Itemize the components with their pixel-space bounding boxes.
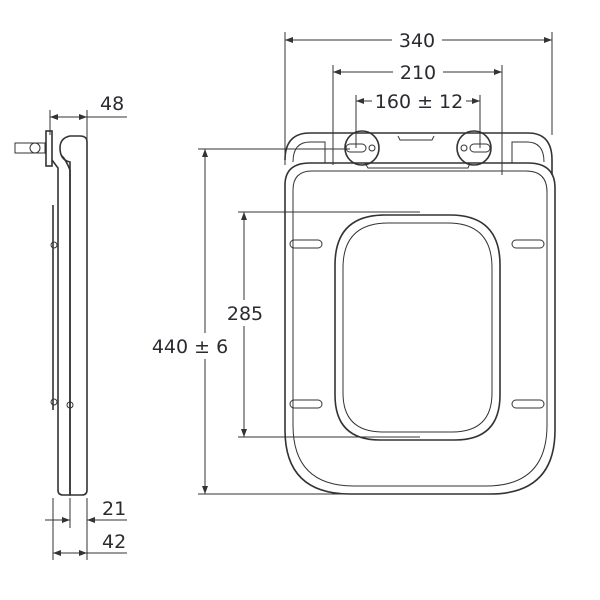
back-plate	[284, 132, 553, 175]
dim-440-label: 440 ± 6	[152, 336, 228, 358]
dim-42: 42	[53, 531, 127, 556]
lid-profile	[59, 135, 88, 496]
dim-21: 21	[45, 498, 127, 560]
dim-210-label: 210	[400, 62, 436, 84]
dim-340: 340	[284, 28, 553, 165]
hinge-right	[456, 130, 492, 166]
dim-48: 48	[49, 93, 127, 140]
seat-opening	[334, 214, 501, 441]
bumper-slot	[289, 239, 323, 249]
dim-160-label: 160 ± 12	[375, 91, 463, 113]
dim-210: 210	[332, 60, 503, 175]
hinge-plate	[45, 130, 53, 167]
dim-285-label: 285	[227, 303, 263, 325]
dim-48-label: 48	[100, 93, 124, 115]
seat-outline	[284, 162, 556, 495]
bumper-slot	[289, 399, 323, 409]
dim-42-label: 42	[102, 531, 126, 553]
seat-profile	[51, 155, 71, 496]
dim-340-label: 340	[399, 30, 435, 52]
dim-160: 160 ± 12	[355, 89, 481, 148]
dim-285: 285	[224, 211, 420, 438]
hinge-left	[344, 130, 380, 166]
dim-21-label: 21	[102, 498, 126, 520]
side-view	[14, 130, 88, 496]
dim-440: 440 ± 6	[150, 148, 420, 495]
top-view	[284, 130, 556, 495]
bumper-slot	[511, 399, 545, 409]
hinge-bolt	[14, 142, 46, 154]
bumper-slot	[511, 239, 545, 249]
